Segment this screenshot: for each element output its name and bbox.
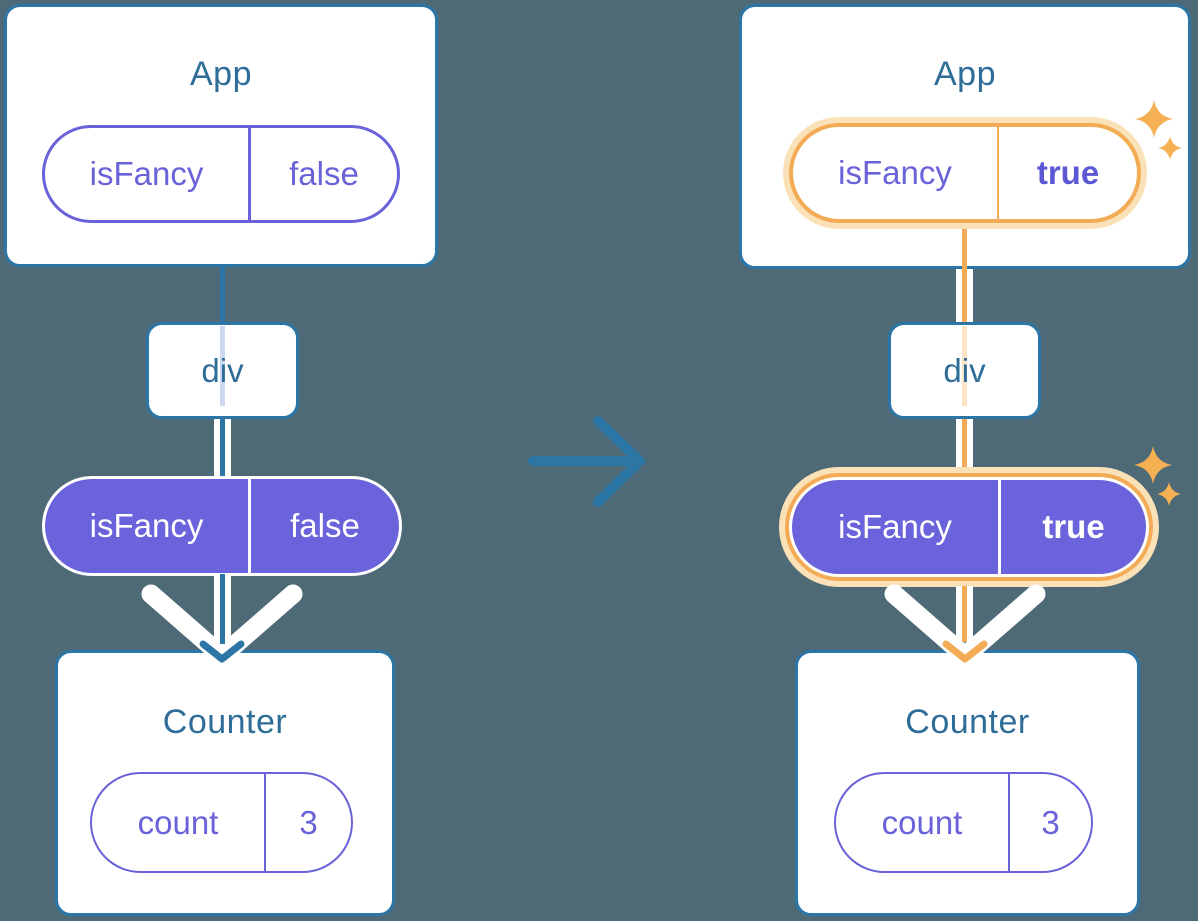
arrowhead-orange-icon (942, 640, 988, 663)
state-key: count (836, 774, 1010, 871)
edge-div-to-prop (956, 419, 973, 478)
state-value: 3 (1041, 803, 1060, 841)
state-key: isFancy (45, 128, 251, 220)
component-title: div (201, 351, 244, 389)
faded-prop-line (220, 326, 225, 406)
sparkles-icon (1135, 100, 1182, 160)
edge-prop-to-counter (214, 574, 231, 644)
state-pill: count 3 (834, 772, 1093, 873)
component-title: Counter (162, 703, 288, 741)
edge-state-to-card-bottom (962, 228, 967, 269)
state-key: count (92, 774, 266, 871)
prop-pill: isFancy false (42, 476, 402, 576)
sparkles-icon (1134, 446, 1181, 506)
arrowhead-teal-icon (199, 640, 245, 663)
component-title: Counter (905, 703, 1030, 741)
state-value: 3 (299, 803, 318, 841)
state-pill: isFancy false (42, 125, 400, 223)
div-card: div (146, 322, 299, 419)
counter-card: Counter count 3 (55, 650, 395, 916)
prop-key: isFancy (45, 479, 251, 573)
transition-right-arrow-icon (528, 416, 645, 507)
prop-value: true (1042, 508, 1105, 545)
counter-card: Counter count 3 (795, 650, 1140, 916)
edge-app-to-div (220, 265, 225, 325)
state-value: false (289, 155, 359, 192)
edge-app-to-div (956, 269, 973, 322)
state-pill: count 3 (90, 772, 353, 873)
faded-prop-line (962, 326, 967, 406)
state-value: true (1036, 154, 1100, 191)
component-title: App (934, 55, 996, 93)
component-title: div (943, 351, 986, 389)
prop-value: false (290, 507, 360, 544)
state-pill-highlighted: isFancy true (789, 123, 1141, 223)
edge-prop-to-counter (956, 586, 973, 642)
edge-div-to-prop (214, 419, 231, 477)
div-card: div (888, 322, 1041, 419)
prop-key: isFancy (792, 480, 1001, 574)
component-title: App (190, 55, 252, 93)
state-key: isFancy (793, 127, 999, 219)
prop-pill-highlighted: isFancy true (789, 477, 1149, 577)
